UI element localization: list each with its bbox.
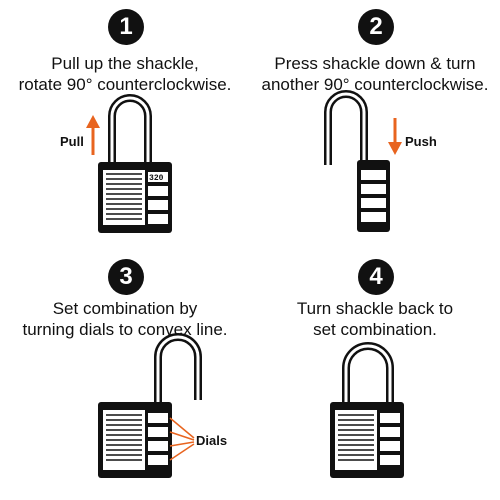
dial-digit: 2 (153, 174, 159, 183)
step-1-dial-digits: 320 (149, 172, 168, 186)
step-3-caption-line1: Set combination by (52, 299, 198, 318)
dial-digit: 0 (158, 174, 164, 183)
step-4-caption-line1: Turn shackle back to (296, 299, 454, 318)
dials-label: Dials (196, 433, 228, 448)
pull-label: Pull (60, 134, 84, 149)
step-2-caption-line1: Press shackle down & turn (274, 54, 476, 73)
step-4-number-badge: 4 (358, 259, 394, 295)
step-1: 1 Pull up the shackle, rotate 90° counte… (0, 0, 250, 250)
step-1-number-badge: 1 (108, 9, 144, 45)
step-3-number-badge: 3 (108, 259, 144, 295)
step-4-caption-line2: set combination. (313, 320, 437, 339)
padlock-set-combination-illustration (98, 333, 202, 478)
step-2-number-badge: 2 (358, 9, 394, 45)
step-2-caption: Press shackle down & turn another 90° co… (250, 53, 500, 95)
step-4-caption: Turn shackle back to set combination. (250, 298, 500, 340)
padlock-open-lifted-illustration (98, 94, 172, 233)
pull-arrow-icon (86, 115, 100, 155)
step-4: 4 Turn shackle back to set combination. (250, 250, 500, 500)
padlock-closed-illustration (330, 342, 404, 478)
push-arrow-icon (388, 118, 402, 155)
step-1-caption: Pull up the shackle, rotate 90° counterc… (0, 53, 250, 95)
step-1-caption-line2: rotate 90° counterclockwise. (18, 75, 232, 94)
step-3: 3 Set combination by turning dials to co… (0, 250, 250, 500)
step-2-caption-line2: another 90° counterclockwise. (261, 75, 489, 94)
padlock-side-view-illustration (324, 90, 390, 232)
step-2: 2 Press shackle down & turn another 90° … (250, 0, 500, 250)
push-label: Push (405, 134, 437, 149)
dial-digit: 3 (149, 174, 154, 183)
step-1-caption-line1: Pull up the shackle, (51, 54, 199, 73)
